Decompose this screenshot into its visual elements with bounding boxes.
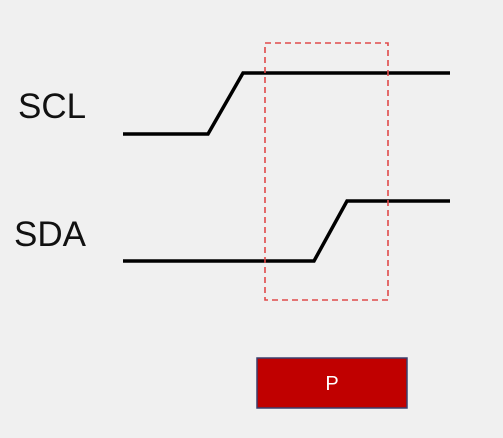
condition-label: P bbox=[325, 373, 338, 395]
condition-box bbox=[256, 357, 408, 409]
stop-condition-marker: P bbox=[256, 357, 408, 409]
sda-label: SDA bbox=[14, 215, 87, 254]
scl-waveform bbox=[123, 71, 450, 136]
stop-condition-highlight bbox=[264, 42, 389, 301]
scl-label: SCL bbox=[18, 87, 86, 126]
sda-waveform bbox=[123, 199, 450, 263]
